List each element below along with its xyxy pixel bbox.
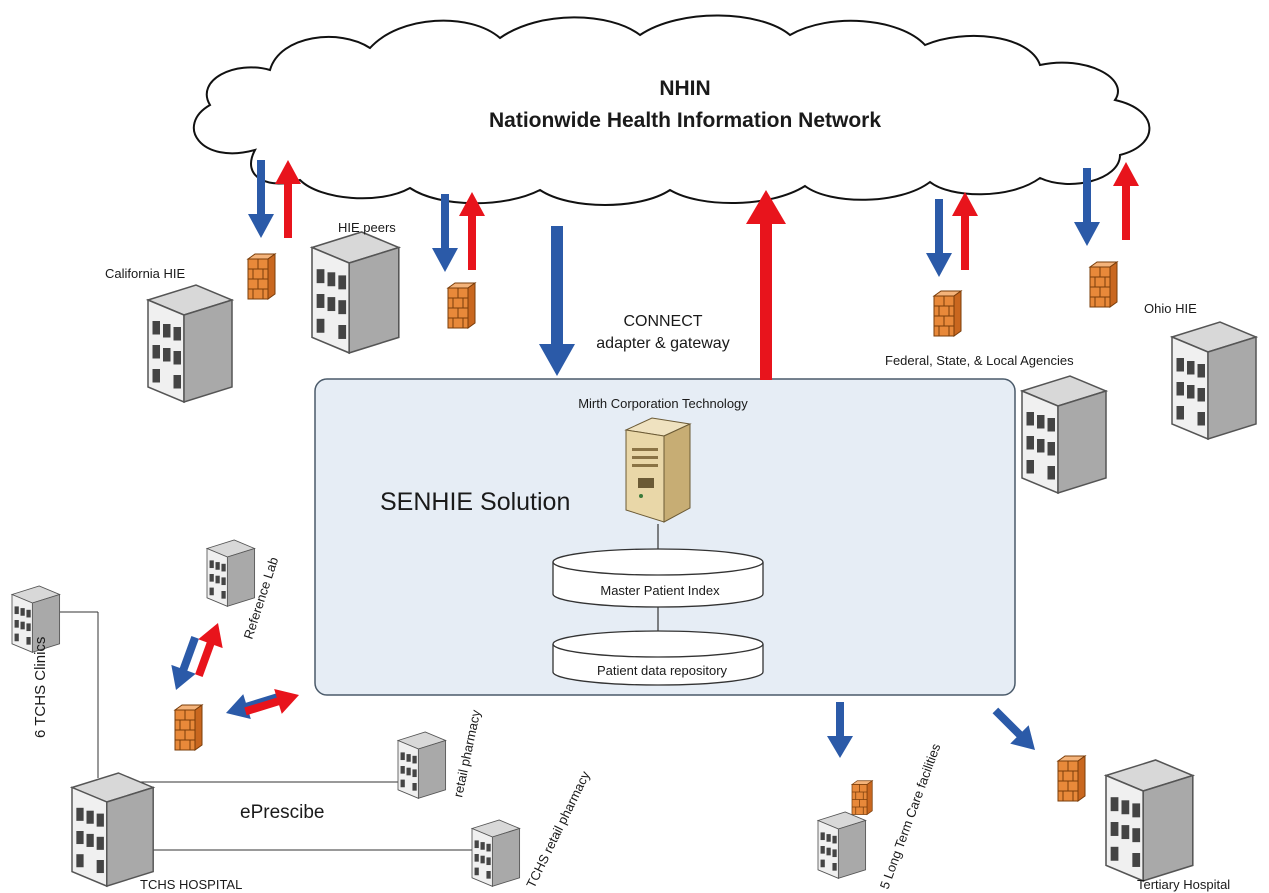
eprescribe-label: ePrescibe	[240, 802, 325, 823]
tertiary-hospital-label: Tertiary Hospital	[1137, 877, 1230, 892]
server-icon	[624, 417, 692, 523]
hospital-firewall-icon	[174, 704, 203, 751]
nhin-cloud: NHIN Nationwide Health Information Netwo…	[192, 14, 1151, 206]
master-patient-index: Master Patient Index	[552, 548, 764, 608]
solution-title: SENHIE Solution	[380, 488, 570, 516]
hie-peers-building-icon	[311, 231, 400, 354]
nhin-subtitle: Nationwide Health Information Network	[489, 109, 881, 132]
long-term-care-building-icon	[817, 811, 867, 879]
tchs-hospital-building-icon	[71, 772, 154, 887]
california-firewall-icon	[247, 253, 276, 300]
senhie-solution-box	[314, 378, 1016, 696]
long-term-care-label: 5 Long Term Care facilities	[877, 741, 944, 891]
clinics-label: 6 TCHS Clinics	[32, 637, 49, 738]
retail-pharmacy-building-icon	[397, 731, 447, 799]
gateway-inbound-arrow	[539, 226, 575, 376]
tertiary-hospital-building-icon	[1105, 759, 1194, 882]
long-term-care-firewall-icon	[851, 780, 873, 815]
agencies-inbound-arrow	[926, 199, 952, 277]
master-index-label: Master Patient Index	[600, 583, 720, 598]
agencies-label: Federal, State, & Local Agencies	[885, 353, 1074, 368]
hie-peers-label: HIE peers	[338, 220, 396, 235]
gateway-label-line2: adapter & gateway	[596, 335, 729, 352]
hie-peers-inbound-arrow	[432, 194, 458, 272]
gateway-label-line1: CONNECT	[623, 313, 702, 330]
agencies-outbound-arrow	[952, 192, 978, 270]
long-term-care-arrow	[827, 702, 853, 758]
ohio-hie-building-icon	[1171, 321, 1257, 440]
patient-data-repository: Patient data repository	[552, 630, 764, 686]
ohio-outbound-arrow	[1113, 162, 1139, 240]
ohio-firewall-icon	[1089, 261, 1118, 308]
ohio-hie-label: Ohio HIE	[1144, 301, 1197, 316]
california-hie-building-icon	[147, 284, 233, 403]
agencies-building-icon	[1021, 375, 1107, 494]
reference-lab-building-icon	[206, 539, 256, 607]
vendor-label: Mirth Corporation Technology	[578, 396, 748, 411]
repository-label: Patient data repository	[597, 663, 728, 678]
california-hie-label: California HIE	[105, 266, 186, 281]
hie-peers-firewall-icon	[447, 282, 476, 329]
tchs-retail-pharmacy-label: TCHS retail pharmacy	[523, 768, 593, 890]
tertiary-firewall-icon	[1057, 755, 1086, 802]
retail-pharmacy-label: retail pharmacy	[450, 708, 483, 799]
tchs-retail-pharmacy-building-icon	[471, 819, 521, 887]
agencies-firewall-icon	[933, 290, 962, 337]
tertiary-arrow	[986, 701, 1045, 760]
gateway-outbound-arrow	[746, 190, 786, 380]
tchs-hospital-label: TCHS HOSPITAL	[140, 877, 242, 892]
nhin-title: NHIN	[659, 77, 710, 100]
